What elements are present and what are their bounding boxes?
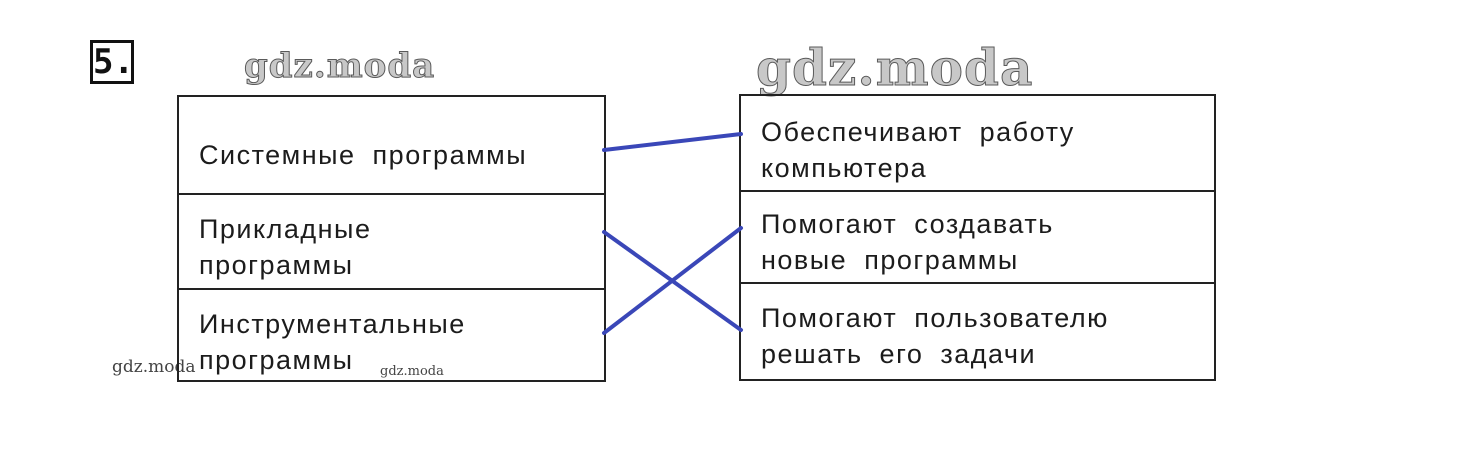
watermark-top-left: gdz.moda [243, 46, 436, 87]
left-cell-tools-line1: Инструментальные [199, 309, 466, 339]
right-cell-create-programs-line2: новые программы [761, 245, 1019, 275]
watermark-top-right: gdz.moda [755, 38, 1034, 98]
right-cell-user-tasks-line2: решать его задачи [761, 339, 1037, 369]
right-cell-computer-work: Обеспечивают работу компьютера [741, 96, 1214, 190]
left-cell-applied: Прикладные программы [179, 193, 604, 288]
right-cell-computer-work-line1: Обеспечивают работу [761, 117, 1075, 147]
left-cell-system: Системные программы [179, 97, 604, 193]
right-cell-create-programs: Помогают создавать новые программы [741, 190, 1214, 282]
watermark-bottom-left: gdz.moda [112, 357, 196, 377]
right-cell-user-tasks: Помогают пользователю решать его задачи [741, 282, 1214, 379]
right-cell-create-programs-line1: Помогают создавать [761, 209, 1054, 239]
connection-line-0-0 [602, 132, 743, 152]
left-cell-tools-line2: программы [199, 345, 354, 375]
watermark-bottom-small: gdz.moda [380, 364, 444, 379]
right-column-table: Обеспечивают работу компьютера Помогают … [739, 94, 1216, 381]
left-column-table: Системные программы Прикладные программы… [177, 95, 606, 382]
left-cell-system-text: Системные программы [199, 140, 528, 170]
left-cell-applied-line1: Прикладные [199, 214, 372, 244]
task-number: 5. [90, 40, 134, 84]
left-cell-tools: Инструментальные программы [179, 288, 604, 380]
right-cell-computer-work-line2: компьютера [761, 153, 928, 183]
connection-line-2-1 [602, 226, 743, 335]
right-cell-user-tasks-line1: Помогают пользователю [761, 303, 1109, 333]
left-cell-applied-line2: программы [199, 250, 354, 280]
